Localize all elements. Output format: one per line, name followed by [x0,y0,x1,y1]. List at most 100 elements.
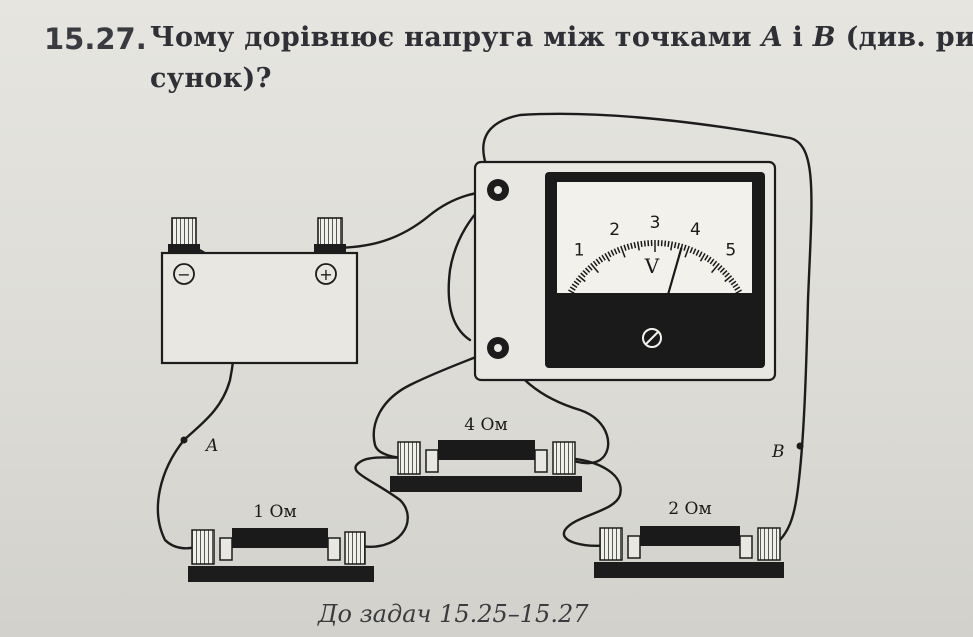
scale-tick [728,277,735,283]
scale-tick [595,258,601,265]
scale-tick [633,242,637,249]
point-a-dot [180,436,188,444]
scale-tick [710,262,720,274]
scale-tick [699,253,706,262]
scale-tick [719,267,726,273]
scale-tick [724,272,730,278]
scale-tick [640,240,643,248]
scale-tick [698,251,703,258]
scale-tick [689,247,694,254]
battery-terminal-plus [317,217,343,249]
scale-tick [569,286,576,291]
problem-point-b: B [812,22,836,53]
scale-tick [717,265,723,271]
scale-tick [587,265,593,271]
problem-text-part: Чому дорівнює напруга між точками [150,22,762,53]
scale-tick [575,277,582,283]
point-b-label: B [771,442,785,462]
scale-tick [604,253,611,262]
scale-tick [616,247,621,254]
scale-tick [571,283,578,289]
scale-tick [636,241,640,251]
scale-label: 0 [582,292,593,312]
problem-point-a: A [761,22,783,53]
wire-r4-to-r2 [562,456,622,547]
scale-tick [601,254,606,261]
scale-tick [620,245,626,258]
scale-tick [667,240,670,248]
scale-tick [580,272,586,278]
scale-tick [730,289,742,297]
scale-tick [732,283,739,289]
scale-tick [607,251,612,258]
scale-tick [573,280,580,286]
scale-tick [673,242,677,249]
voltmeter-unit: V [644,254,660,278]
scale-tick [630,242,633,249]
scale-tick [664,240,667,247]
point-a-label: A [204,436,218,456]
resistor-1-ohm: 1 Ом [188,502,374,582]
problem-text-line-1: Чому дорівнює напруга між точками A і B … [150,22,973,53]
wire-r1-to-r4 [353,456,410,548]
scale-tick [684,245,690,258]
scale-label: 1 [574,241,585,261]
battery-terminal-minus [171,217,197,249]
scale-label: 6 [717,292,728,312]
problem-number: 15.27. [44,22,147,56]
scale-tick [623,244,627,251]
scale-tick [577,275,586,283]
scale-tick [695,249,700,256]
scale-tick [724,275,733,283]
point-b-dot [796,442,804,450]
zero-adjust-icon [642,328,662,348]
scale-tick [722,269,728,276]
scale-tick [613,248,618,255]
scale-tick [610,249,615,256]
voltmeter-terminal-bottom [487,337,509,359]
resistor-2-ohm: 2 Ом [594,499,784,578]
voltmeter-scale-ticks [568,240,742,297]
resistor-4-ohm: 4 Ом [390,415,582,492]
problem-text-part: і [782,22,813,53]
scale-tick [683,244,687,251]
scale-tick [670,241,674,251]
voltmeter-terminal-top [487,179,509,201]
scale-tick [704,254,709,261]
scale-tick [677,242,680,249]
battery-minus-icon: − [177,265,190,284]
scale-label: 5 [725,241,736,261]
problem-text-line-2: сунок)? [150,63,272,94]
voltmeter: 0 1 2 3 4 5 6 V [473,160,777,382]
figure-caption: До задач 15.25–15.27 [318,600,589,628]
scale-tick [626,243,630,250]
scale-tick [582,269,588,276]
wire-voltmeter-to-b [482,112,813,550]
scale-tick [734,286,741,291]
scale-tick [592,260,598,267]
voltmeter-scale-labels: 0 1 2 3 4 5 6 [574,213,737,312]
battery: − + [160,217,359,365]
scale-tick [643,240,646,247]
battery-plus-icon: + [319,265,332,284]
scale-tick [709,258,715,265]
wire-voltmeter-bottom-to-r4 [372,346,500,460]
resistor-label: 1 Ом [253,502,296,522]
problem-text-part: (див. ри- [835,22,973,53]
voltmeter-needle [666,247,683,298]
scale-tick [706,256,712,263]
scale-label: 3 [650,213,661,233]
scale-tick [730,280,737,286]
resistor-label: 4 Ом [464,415,507,435]
scale-tick [584,267,591,273]
scale-label: 4 [690,220,701,240]
scale-tick [712,260,718,267]
scale-tick [568,289,580,297]
wire-battery-plus-voltmeter [330,188,500,250]
scale-tick [598,256,604,263]
scale-tick [590,262,600,274]
scale-tick [692,248,697,255]
scale-label: 2 [609,220,620,240]
